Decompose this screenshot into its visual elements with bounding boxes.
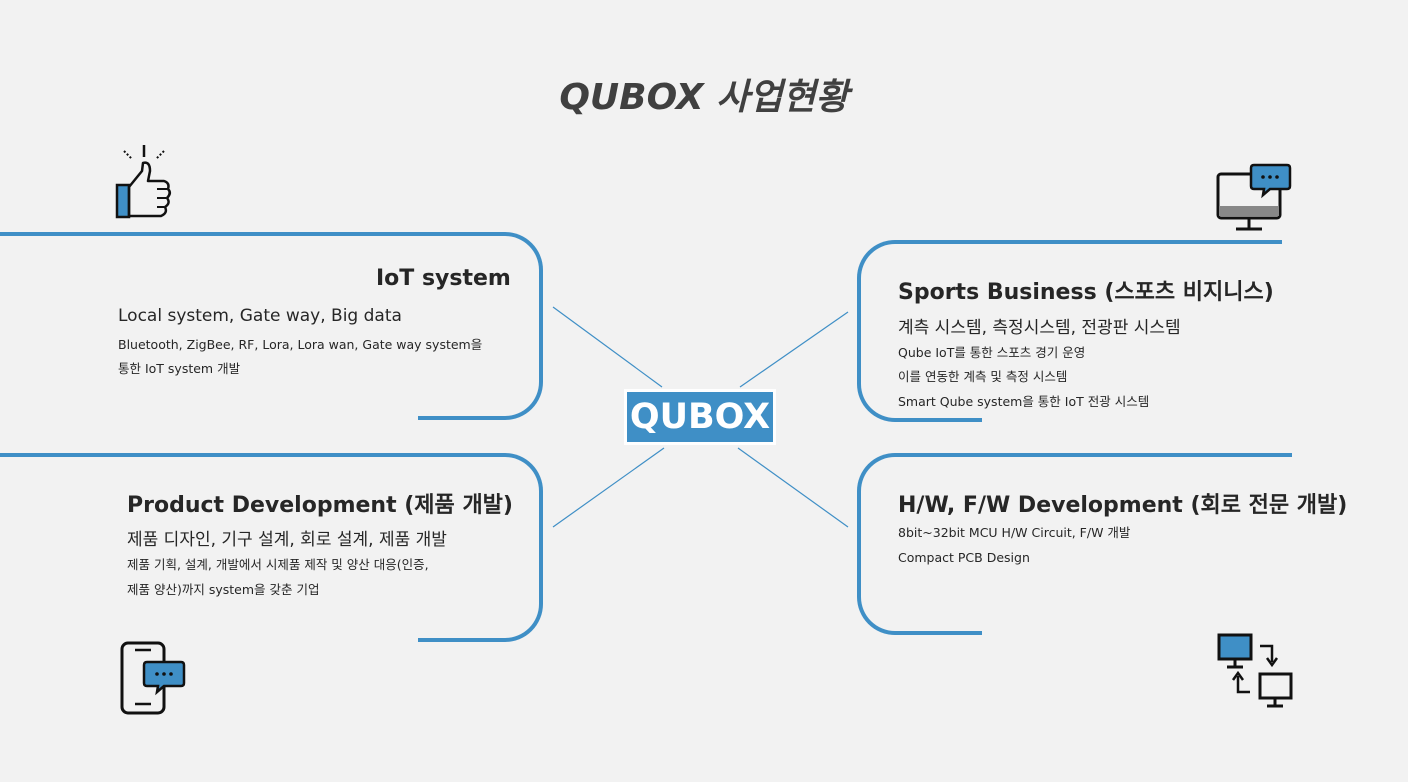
- center-node: QUBOX: [624, 389, 776, 445]
- iot-detail-1: Bluetooth, ZigBee, RF, Lora, Lora wan, G…: [118, 337, 483, 352]
- thumbs-up-icon: [115, 145, 171, 219]
- hw-heading: H/W, F/W Development (회로 전문 개발): [898, 493, 1348, 518]
- sports-summary: 계측 시스템, 측정시스템, 전광판 시스템: [898, 318, 1181, 338]
- iot-summary: Local system, Gate way, Big data: [118, 306, 402, 326]
- sports-detail-3: Smart Qube system을 통한 IoT 전광 시스템: [898, 394, 1150, 409]
- connector-line-top-right: [739, 311, 849, 388]
- iot-detail-2: 통한 IoT system 개발: [118, 361, 241, 376]
- product-heading: Product Development (제품 개발): [127, 493, 513, 518]
- iot-heading: IoT system: [376, 266, 511, 291]
- device-sync-icon: [1217, 633, 1293, 708]
- connector-line-top-left: [552, 306, 663, 388]
- iot-panel-frame: [0, 232, 543, 420]
- sports-panel-frame: [857, 240, 1408, 422]
- product-detail-2: 제품 양산)까지 system을 갖춘 기업: [127, 582, 320, 597]
- phone-chat-icon: [120, 641, 186, 715]
- product-detail-1: 제품 기획, 설계, 개발에서 시제품 제작 및 양산 대응(인증,: [127, 557, 429, 572]
- sports-heading: Sports Business (스포츠 비지니스): [898, 280, 1274, 305]
- sports-detail-2: 이를 연동한 계측 및 측정 시스템: [898, 369, 1068, 384]
- page-title: QUBOX 사업현황: [559, 77, 849, 118]
- product-summary: 제품 디자인, 기구 설계, 회로 설계, 제품 개발: [127, 530, 447, 550]
- monitor-chat-icon: [1216, 163, 1292, 231]
- connector-line-bottom-right: [737, 447, 849, 528]
- connector-line-bottom-left: [552, 447, 665, 528]
- hw-detail-1: 8bit~32bit MCU H/W Circuit, F/W 개발: [898, 525, 1131, 540]
- hw-panel-frame: [857, 453, 1408, 635]
- hw-detail-2: Compact PCB Design: [898, 550, 1030, 565]
- sports-detail-1: Qube IoT를 통한 스포츠 경기 운영: [898, 345, 1086, 360]
- product-panel-frame: [0, 453, 543, 642]
